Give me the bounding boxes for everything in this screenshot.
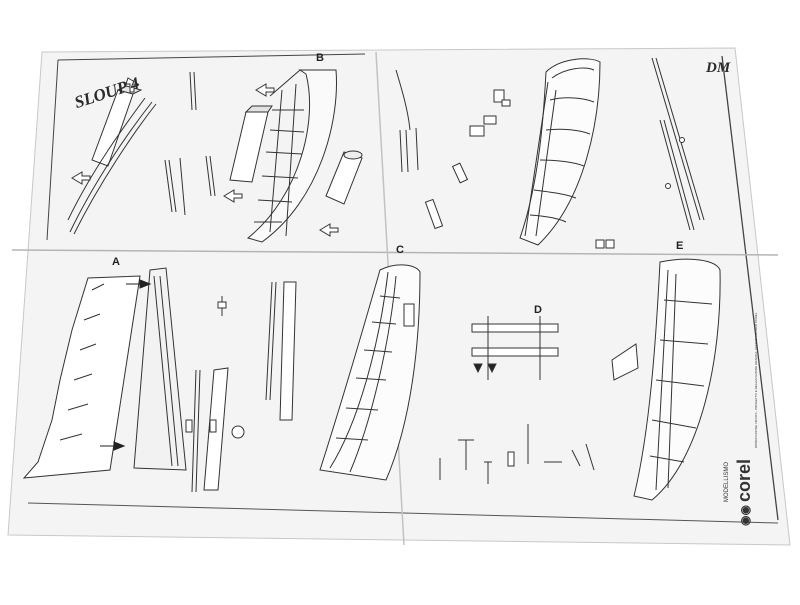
frame-a-drawing: [22, 267, 187, 479]
hull-c-drawing: [319, 264, 421, 481]
horizontal-fold: [11, 249, 779, 256]
left-page-border-left: [46, 59, 59, 241]
arrow-marks-a: [100, 279, 152, 451]
fittings-upper: [395, 69, 511, 230]
step-label-d: D: [534, 304, 542, 316]
step-label-b: B: [316, 52, 324, 64]
arrow-marks-b: [223, 83, 339, 237]
brand-line1: MODELLISMO: [724, 461, 730, 502]
brand-logo-icon: ◉◉: [738, 505, 752, 526]
arrow-marks-top-left: [71, 77, 140, 185]
frame-b-drawing: [229, 69, 363, 243]
brand-block: ◉◉ corel MODELLISMO RIPRODUZIONE VIETATA…: [724, 278, 768, 526]
hull-e-drawing: [595, 239, 721, 501]
right-page-border: [721, 55, 779, 521]
left-page-border: [57, 53, 366, 61]
masts-right: [651, 57, 705, 231]
hull-upper-right: [519, 58, 601, 246]
step-label-e: E: [676, 240, 684, 252]
bottom-page-border: [27, 502, 779, 524]
small-fittings-lower: [439, 424, 595, 484]
step-label-c: C: [396, 244, 404, 256]
sheet-title-right: DM: [706, 60, 731, 76]
d-strips: [471, 316, 559, 380]
strip-parts: [67, 71, 216, 235]
planks-lower-middle: [185, 281, 297, 493]
brand-name: corel: [734, 458, 754, 502]
step-label-a: A: [112, 256, 120, 268]
brand-line2: RIPRODUZIONE VIETATA - PROGETTO E REALIZ…: [754, 312, 758, 448]
